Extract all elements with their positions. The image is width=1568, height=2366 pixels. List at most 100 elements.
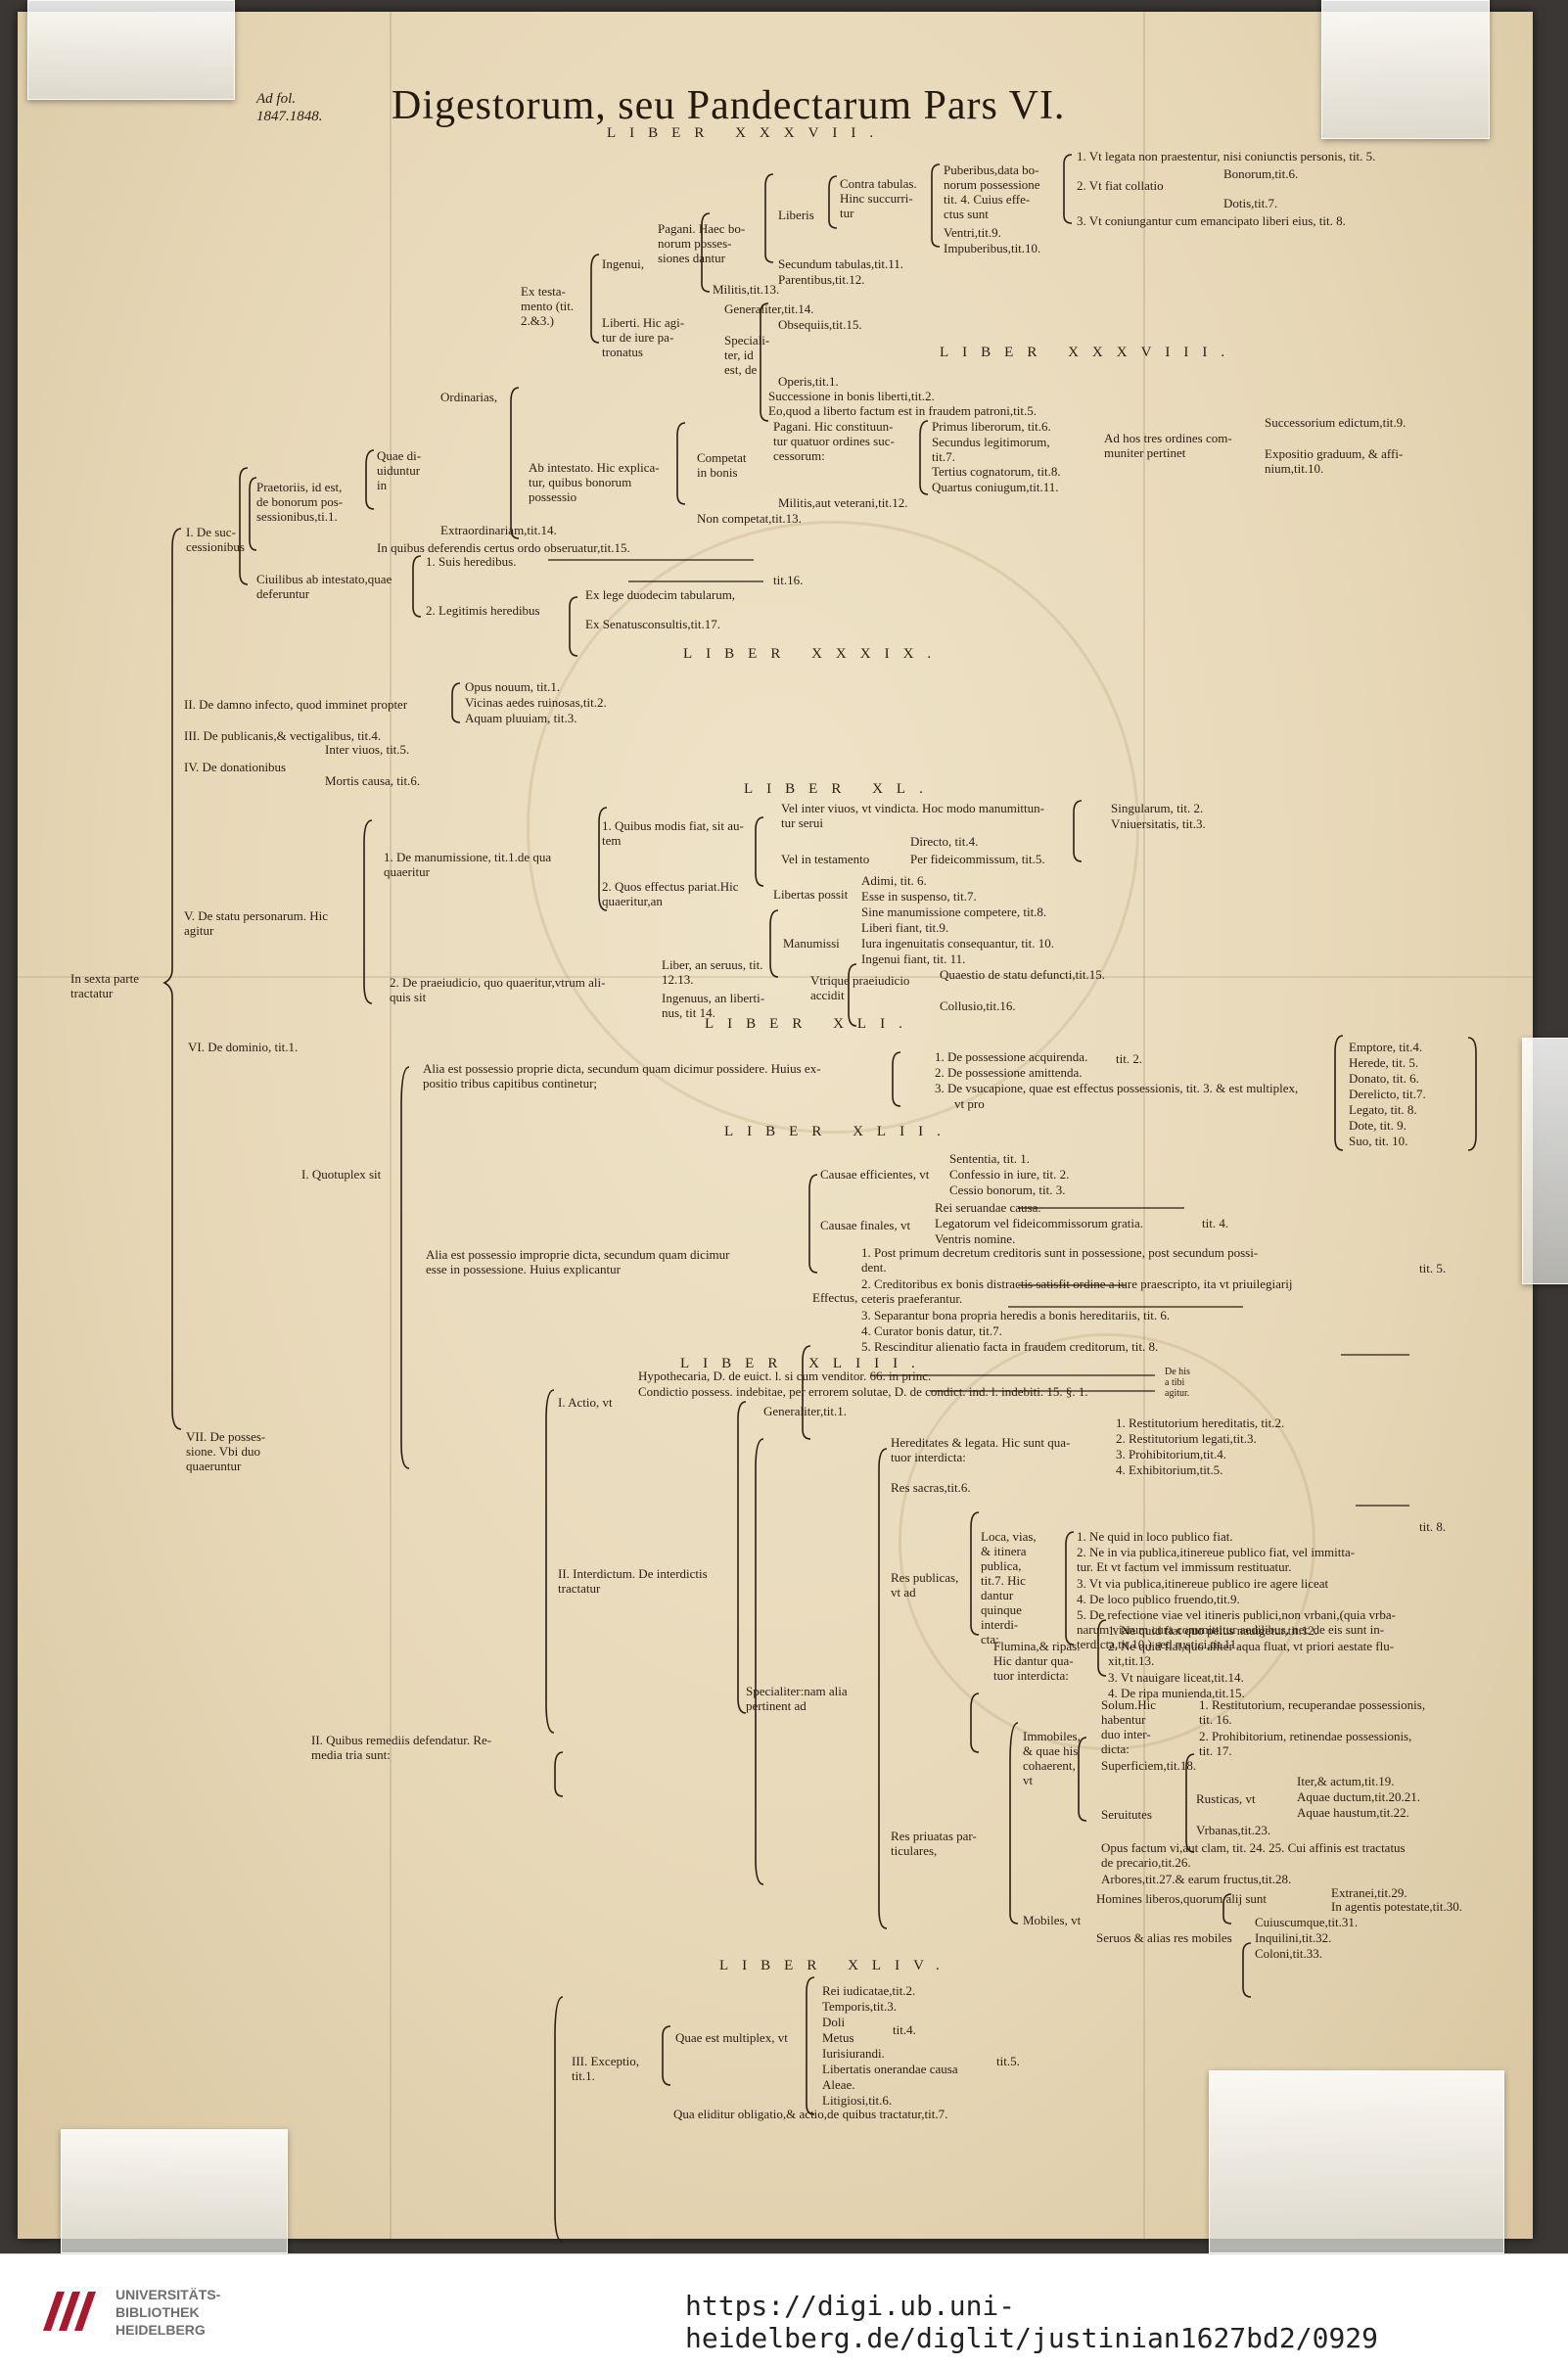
tree-node: I. Actio, vt bbox=[558, 1395, 613, 1410]
tree-node: Res sacras,tit.6. bbox=[891, 1480, 971, 1495]
tree-node: 1. De possessione acquirenda. bbox=[935, 1049, 1088, 1064]
tree-node: Hereditates & legata. Hic sunt qua-tuor … bbox=[891, 1435, 1071, 1464]
tree-node: Extranei,tit.29. bbox=[1331, 1885, 1407, 1900]
tree-node: Inquilini,tit.32. bbox=[1255, 1930, 1332, 1945]
liber-heading: LIBER XXXVIII. bbox=[940, 345, 1239, 360]
tree-node: Extraordinariam,tit.14. bbox=[440, 523, 557, 537]
tree-node: Alia est possessio improprie dicta, secu… bbox=[426, 1247, 730, 1276]
tree-node: Generaliter,tit.1. bbox=[763, 1404, 848, 1418]
tree-node: Coloni,tit.33. bbox=[1255, 1946, 1322, 1961]
tree-node: 1. Suis heredibus. bbox=[426, 554, 517, 569]
tree-node: Herede, tit. 5. bbox=[1349, 1055, 1419, 1070]
tree-node: Causae finales, vt bbox=[820, 1218, 911, 1232]
tree-node: 1. Post primum decretum creditoris sunt … bbox=[861, 1245, 1259, 1275]
tree-node: 3. Vt nauigare liceat,tit.14. bbox=[1108, 1670, 1244, 1685]
footer-bar: UNIVERSITÄTS- BIBLIOTHEK HEIDELBERG http… bbox=[0, 2253, 1568, 2366]
margin-ref-line: 1847.1848. bbox=[256, 109, 323, 124]
liber-heading: LIBER XXXVII. bbox=[607, 125, 888, 141]
liber-heading: LIBER XLI. bbox=[705, 1016, 916, 1032]
tree-node: tit.4. bbox=[893, 2022, 916, 2037]
tree-node: Adimi, tit. 6. bbox=[861, 873, 927, 888]
tree-node: Pagani. Hic constituun-tur quatuor ordin… bbox=[773, 419, 895, 463]
page-title: Digestorum, seu Pandectarum Pars VI. bbox=[392, 83, 1066, 128]
tree-node: Expositio graduum, & affi-nium,tit.10. bbox=[1265, 446, 1404, 476]
tree-node: Opus factum vi,aut clam, tit. 24. 25. Cu… bbox=[1101, 1840, 1406, 1870]
tree-node: Aleae. bbox=[822, 2077, 855, 2092]
tree-node: Ingenui, bbox=[602, 256, 644, 271]
tree-node: 3. Vt coniungantur cum emancipato liberi… bbox=[1077, 213, 1346, 228]
tree-node: tit. 8. bbox=[1419, 1519, 1447, 1534]
tree-node: III. Exceptio,tit.1. bbox=[572, 2054, 639, 2083]
tree-node: Iter,& actum,tit.19. bbox=[1297, 1774, 1395, 1788]
tree-node: Doli bbox=[822, 2015, 846, 2029]
tree-node: In quibus deferendis certus ordo obserua… bbox=[377, 540, 630, 555]
tree-node: tit.16. bbox=[773, 573, 804, 587]
acrylic-clip bbox=[1321, 0, 1490, 139]
tree-node: Ventris nomine. bbox=[935, 1231, 1016, 1246]
tree-node: 5. De refectione viae vel itineris publi… bbox=[1077, 1607, 1396, 1651]
tree-node: Res publicas,vt ad bbox=[891, 1570, 959, 1600]
tree-node: Eo,quod a liberto factum est in fraudem … bbox=[768, 403, 1038, 418]
tree-node: Legato, tit. 8. bbox=[1349, 1102, 1417, 1117]
tree-node: Liberti. Hic agi-tur de iure pa-tronatus bbox=[602, 315, 685, 359]
tree-node: 1. Restitutorium, recuperandae possessio… bbox=[1199, 1697, 1426, 1727]
tree-node: II. De damno infecto, quod imminet propt… bbox=[184, 697, 408, 712]
permalink-url[interactable]: https://digi.ub.uni-heidelberg.de/diglit… bbox=[685, 2290, 1379, 2354]
tree-node: Vrbanas,tit.23. bbox=[1196, 1823, 1271, 1837]
tree-node: Militis,aut veterani,tit.12. bbox=[778, 495, 908, 510]
tree-node: Confessio in iure, tit. 2. bbox=[949, 1167, 1070, 1182]
library-logo-text: UNIVERSITÄTS- BIBLIOTHEK HEIDELBERG bbox=[115, 2287, 221, 2338]
tree-node: Successorium edictum,tit.9. bbox=[1265, 415, 1407, 430]
tree-node: Litigiosi,tit.6. bbox=[822, 2093, 893, 2108]
bracket-lines bbox=[162, 154, 1477, 2243]
tree-node: 2. Legitimis heredibus bbox=[426, 603, 540, 618]
liber-heading: LIBER XL. bbox=[744, 781, 937, 797]
tree-node: Quaestio de statu defuncti,tit.15. bbox=[940, 967, 1105, 982]
tree-node: Primus liberorum, tit.6. bbox=[932, 419, 1051, 434]
tree-node: II. Quibus remediis defendatur. Re-media… bbox=[311, 1733, 492, 1762]
tree-node: 2. De praeiudicio, quo quaeritur,vtrum a… bbox=[390, 975, 606, 1004]
tree-node: Alia est possessio proprie dicta, secund… bbox=[423, 1061, 821, 1090]
tree-node: Pagani. Haec bo-norum posses-siones dant… bbox=[658, 221, 746, 265]
tree-node: vt pro bbox=[954, 1096, 985, 1111]
tree-node: 2. De possessione amittenda. bbox=[935, 1065, 1083, 1080]
tree-node: 2. Ne quid fiat,quo aliter aqua fluat, v… bbox=[1108, 1639, 1395, 1668]
tree-node: Mobiles, vt bbox=[1023, 1913, 1082, 1927]
tree-node: Non competat,tit.13. bbox=[697, 511, 802, 526]
tree-node: Parentibus,tit.12. bbox=[778, 272, 865, 287]
liber-heading: LIBER XLIV. bbox=[719, 1958, 953, 1973]
tree-node: Contra tabulas.Hinc succurri-tur bbox=[840, 176, 917, 220]
tree-node: Sententia, tit. 1. bbox=[949, 1151, 1030, 1166]
tree-node: Bonorum,tit.6. bbox=[1223, 166, 1299, 181]
tree-node: Cessio bonorum, tit. 3. bbox=[949, 1183, 1066, 1197]
tree-node: Libertas possit bbox=[773, 887, 849, 902]
tree-node: IV. De donationibus bbox=[184, 760, 287, 774]
tree-node: Aquam pluuiam, tit.3. bbox=[465, 711, 577, 725]
tree-node: Liberi fiant, tit.9. bbox=[861, 920, 949, 935]
tree-node: Suo, tit. 10. bbox=[1349, 1134, 1408, 1148]
liber-heading: LIBER XXXIX. bbox=[683, 646, 945, 662]
acrylic-clip bbox=[27, 0, 235, 100]
tree-node: Praetoriis, id est,de bonorum pos-sessio… bbox=[256, 480, 344, 524]
tree-node: 1. Ne quid in loco publico fiat. bbox=[1077, 1529, 1233, 1544]
tree-node: 3. Separantur bona propria heredis a bon… bbox=[861, 1308, 1171, 1322]
tree-node: Esse in suspenso, tit.7. bbox=[861, 889, 977, 904]
tree-node: tit. 2. bbox=[1116, 1051, 1143, 1066]
liber-heading: LIBER XLII. bbox=[724, 1124, 954, 1139]
tree-node: Ex lege duodecim tabularum, bbox=[585, 587, 736, 602]
tree-node: 2. Ne in via publica,itinereue publico f… bbox=[1077, 1545, 1356, 1574]
tree-node: Operis,tit.1. bbox=[778, 374, 839, 389]
tree-node: Vicinas aedes ruinosas,tit.2. bbox=[465, 695, 607, 710]
water-stain bbox=[527, 521, 1139, 1134]
tree-node: 4. Exhibitorium,tit.5. bbox=[1116, 1462, 1223, 1477]
tree-node: Manumissi bbox=[783, 936, 840, 951]
